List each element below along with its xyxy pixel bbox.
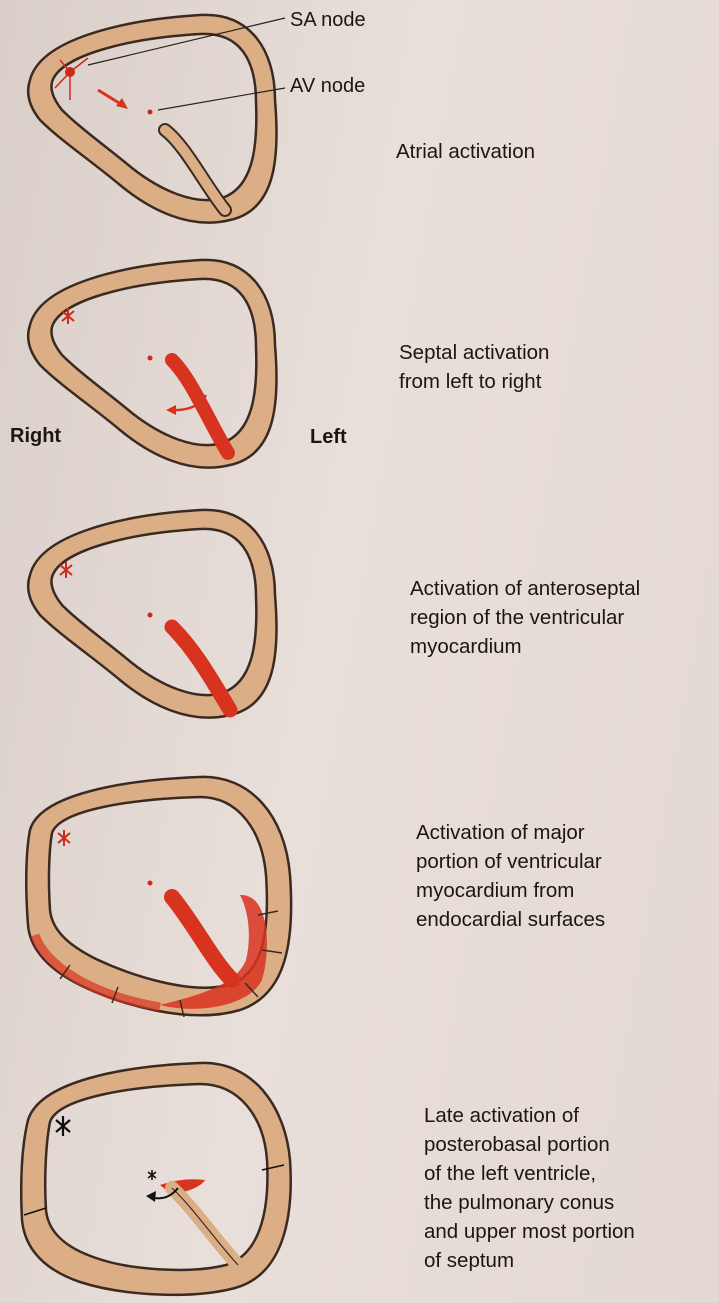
- posterobasal-ticks: [24, 1165, 284, 1215]
- av-node-marker: [148, 110, 153, 115]
- heart-wall: [28, 260, 276, 468]
- septum-activated: [172, 897, 232, 980]
- sa-node-star: [58, 830, 70, 846]
- sa-node-star: [56, 1116, 70, 1136]
- heart-diagram-4: [0, 760, 719, 1025]
- stage-septal-activation: Septal activation from left to right Rig…: [0, 255, 719, 485]
- stage-caption: Late activation of posterobasal portion …: [424, 1101, 635, 1275]
- heart-wall: [28, 510, 276, 718]
- av-node-label: AV node: [290, 75, 365, 98]
- stage-major-ventricular-activation: Activation of major portion of ventricul…: [0, 760, 719, 1025]
- heart-diagram-1: [0, 0, 719, 230]
- sa-node-label: SA node: [290, 9, 366, 32]
- heart-wall: [28, 15, 276, 223]
- av-node-star: [148, 1170, 156, 1180]
- stage-caption: Activation of major portion of ventricul…: [416, 818, 605, 934]
- av-node-marker: [148, 356, 153, 361]
- left-label: Left: [310, 426, 347, 449]
- right-label: Right: [10, 425, 61, 448]
- stage-caption: Activation of anteroseptal region of the…: [410, 574, 640, 661]
- heart-wall: [21, 1063, 290, 1295]
- stage-caption: Septal activation from left to right: [399, 338, 549, 396]
- stage-atrial-activation: SA node AV node Atrial activation: [0, 0, 719, 230]
- heart-diagram-2: [0, 255, 719, 485]
- av-node-marker: [148, 613, 153, 618]
- stage-anteroseptal-activation: Activation of anteroseptal region of the…: [0, 505, 719, 745]
- stage-late-activation: Late activation of posterobasal portion …: [0, 1050, 719, 1303]
- av-node-marker: [148, 881, 153, 886]
- stage-caption: Atrial activation: [396, 137, 535, 166]
